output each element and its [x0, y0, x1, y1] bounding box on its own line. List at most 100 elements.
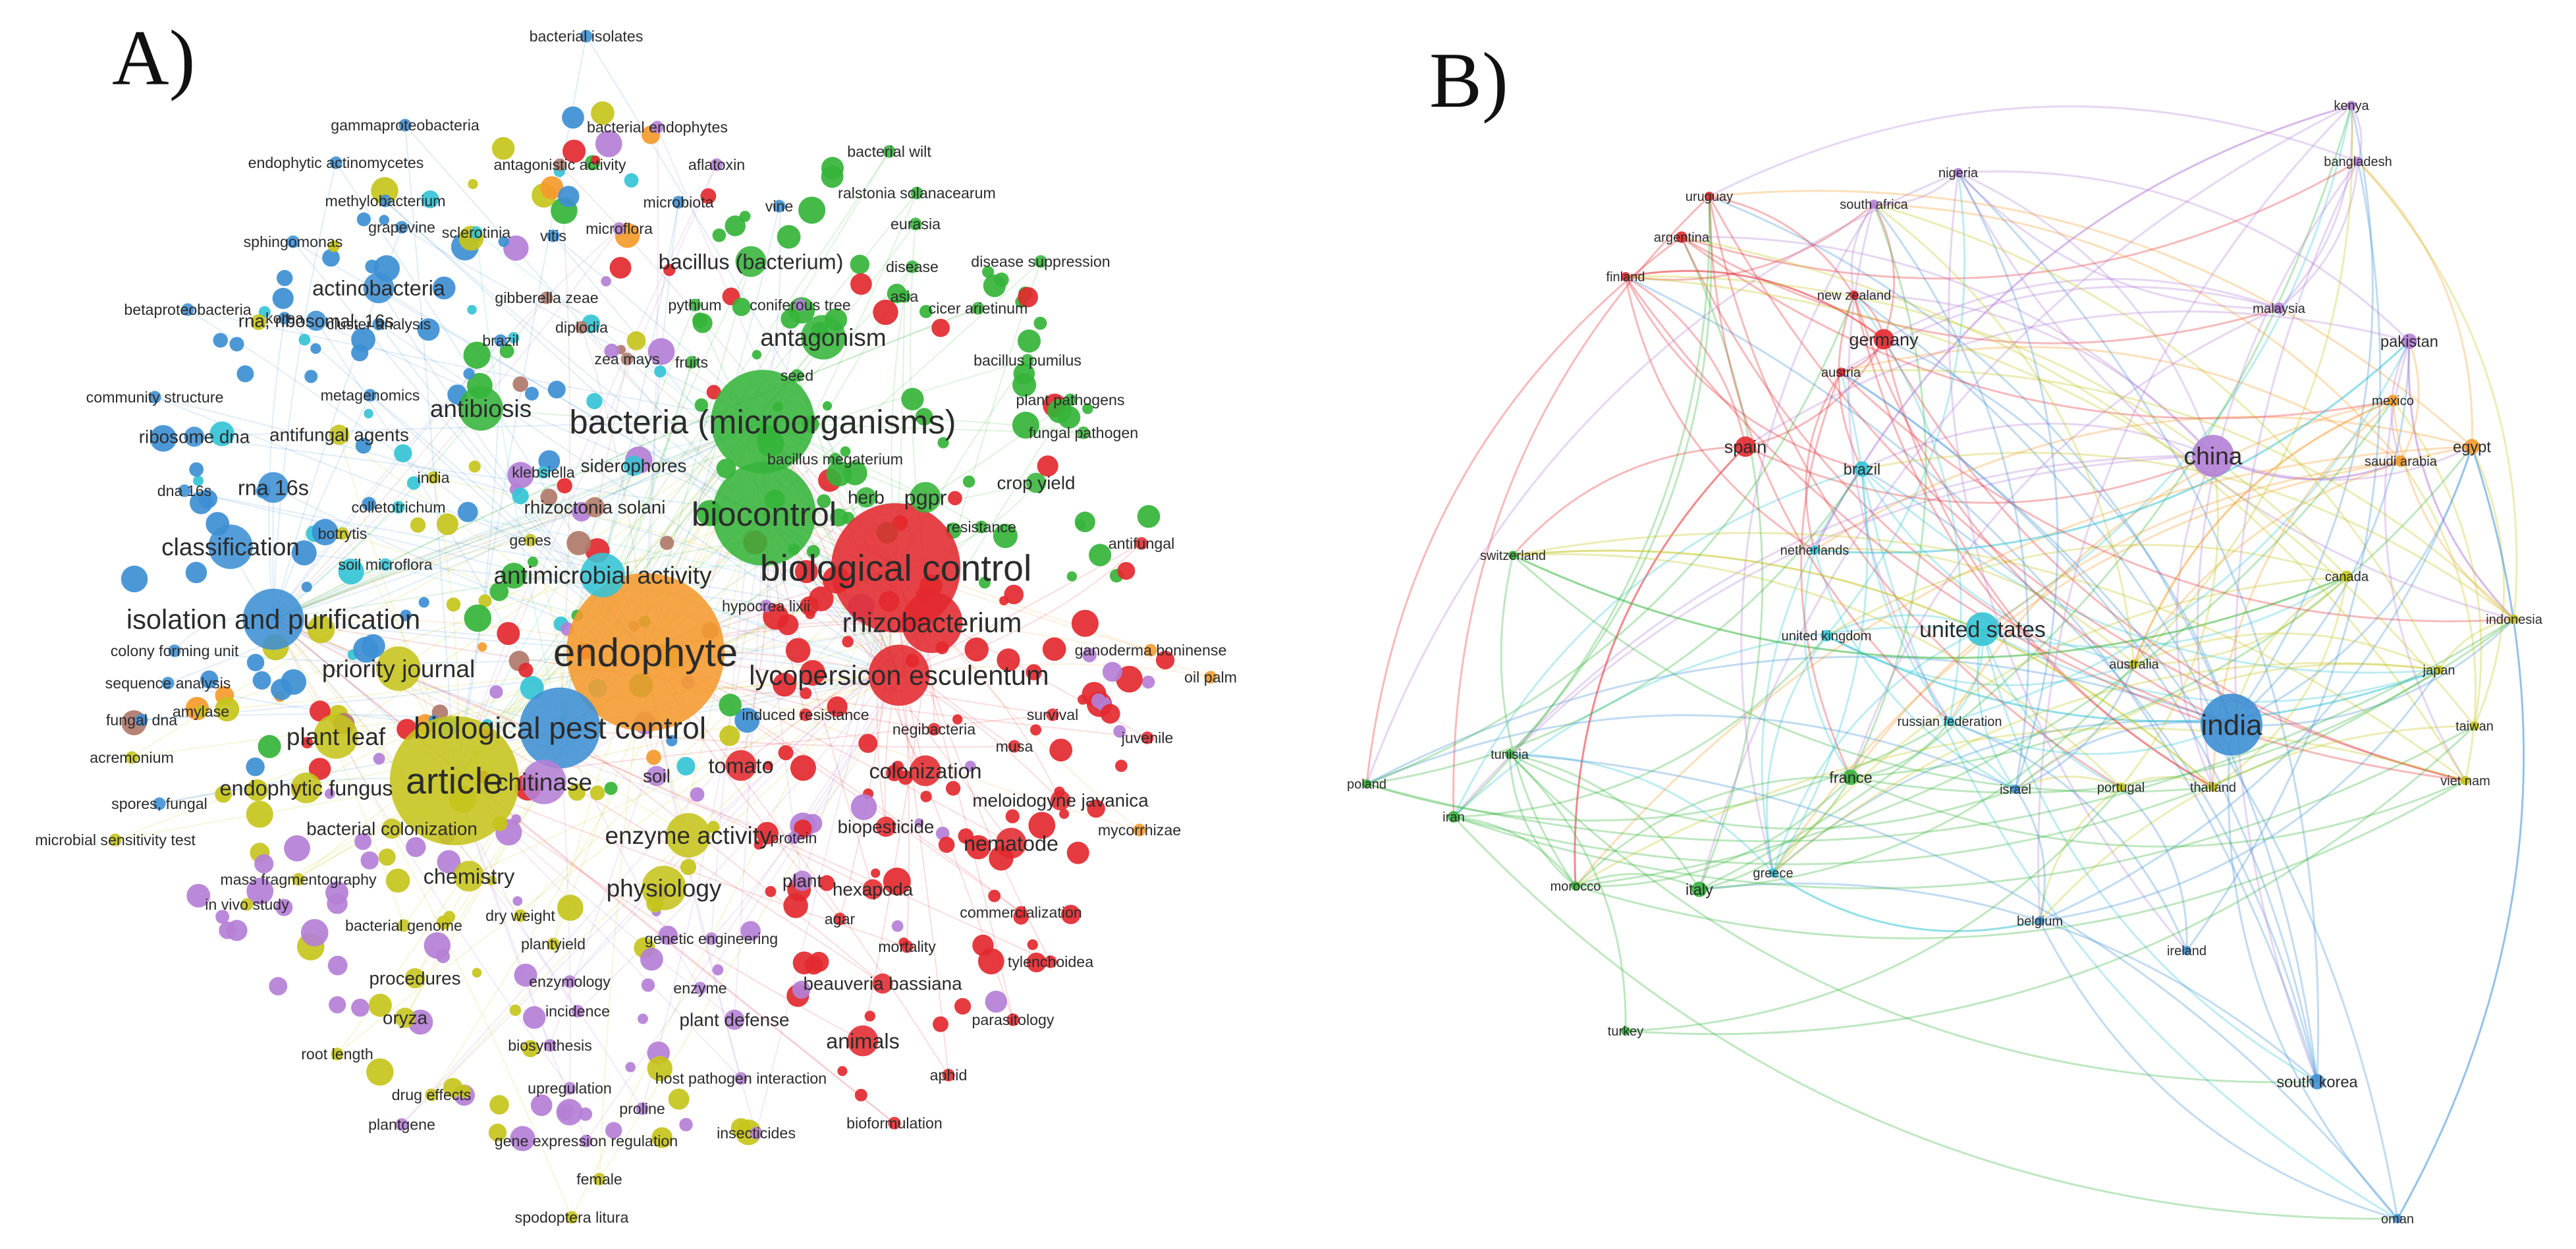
country-node-bangladesh[interactable]: [2353, 157, 2363, 166]
keyword-node-bacillus-megaterium[interactable]: [829, 453, 842, 466]
keyword-node-bacteria-microorganisms[interactable]: [711, 370, 815, 474]
keyword-node-sphingomonas[interactable]: [287, 235, 300, 248]
keyword-node-amylase[interactable]: [194, 705, 207, 718]
keyword-node-procedures[interactable]: [404, 968, 425, 989]
keyword-node-actinobacteria[interactable]: [363, 272, 395, 304]
keyword-node-lycopersicon-esculentum[interactable]: [868, 644, 930, 706]
keyword-node-betaproteobacteria[interactable]: [181, 303, 194, 316]
keyword-node-genes[interactable]: [524, 534, 537, 547]
keyword-node-brazil[interactable]: [494, 334, 507, 347]
keyword-node-vitis[interactable]: [547, 229, 560, 242]
country-node-israel[interactable]: [2011, 785, 2020, 794]
keyword-node-grapevine[interactable]: [395, 221, 408, 234]
keyword-node-pgpr[interactable]: [910, 482, 941, 513]
country-node-iran[interactable]: [1448, 811, 1460, 823]
keyword-node-colletotrichum[interactable]: [392, 501, 405, 514]
keyword-node-aflatoxin[interactable]: [710, 158, 723, 171]
country-node-viet-nam[interactable]: [2461, 776, 2470, 785]
keyword-node-metagenomics[interactable]: [364, 389, 377, 402]
country-node-poland[interactable]: [1362, 779, 1371, 789]
keyword-node-bioformulation[interactable]: [888, 1117, 901, 1130]
keyword-node-eurasia[interactable]: [909, 217, 922, 231]
country-node-united-states[interactable]: [1965, 612, 2000, 646]
keyword-node-hexapoda[interactable]: [862, 879, 883, 900]
keyword-node-agar[interactable]: [833, 912, 846, 926]
country-node-australia[interactable]: [2129, 659, 2139, 669]
keyword-node-endophytic-fungus[interactable]: [290, 772, 322, 804]
keyword-node-fungal-pathogen[interactable]: [1077, 426, 1090, 439]
keyword-node-mortality[interactable]: [900, 940, 914, 953]
keyword-node-protein[interactable]: [787, 831, 800, 845]
keyword-node-aphid[interactable]: [942, 1069, 955, 1082]
keyword-node-bacterial-colonization[interactable]: [381, 818, 402, 839]
country-node-france[interactable]: [1843, 769, 1859, 785]
keyword-node-resistance[interactable]: [975, 520, 988, 534]
keyword-node-tomato[interactable]: [725, 750, 757, 781]
keyword-node-meloidogyne-javanica[interactable]: [1050, 790, 1071, 811]
keyword-node-oil-palm[interactable]: [1204, 671, 1217, 684]
keyword-node-enzymology[interactable]: [563, 975, 576, 988]
keyword-node-endophytic-actinomycetes[interactable]: [329, 156, 343, 169]
keyword-node-physiology[interactable]: [642, 866, 686, 910]
keyword-node-biocontrol[interactable]: [712, 462, 816, 566]
keyword-node-microbial-sensitivity-test[interactable]: [109, 833, 122, 847]
keyword-node-article[interactable]: [389, 715, 520, 846]
keyword-node-methylobacterium[interactable]: [379, 194, 392, 208]
country-node-oman[interactable]: [2393, 1214, 2402, 1223]
country-node-greece[interactable]: [1768, 868, 1778, 877]
keyword-node-incidence[interactable]: [571, 1005, 584, 1018]
keyword-node-colonization[interactable]: [910, 755, 941, 787]
keyword-node-drug-effects[interactable]: [425, 1088, 438, 1101]
keyword-node-seed[interactable]: [790, 369, 804, 382]
keyword-node-commercialization[interactable]: [1014, 906, 1028, 919]
country-node-india[interactable]: [2201, 694, 2262, 756]
keyword-node-antibiosis[interactable]: [458, 386, 503, 431]
keyword-node-juvenile[interactable]: [1141, 731, 1154, 744]
country-node-netherlands[interactable]: [1810, 545, 1819, 555]
keyword-node-acremonium[interactable]: [125, 751, 138, 764]
keyword-node-oryza[interactable]: [395, 1007, 416, 1028]
country-node-thailand[interactable]: [2208, 783, 2218, 792]
keyword-node-rhizobacterium[interactable]: [901, 592, 963, 653]
country-node-uruguay[interactable]: [1705, 192, 1714, 201]
keyword-node-enzyme-activity[interactable]: [666, 813, 711, 858]
country-node-taiwan[interactable]: [2470, 721, 2479, 731]
country-node-germany[interactable]: [1873, 329, 1894, 350]
country-node-ireland[interactable]: [2182, 946, 2191, 955]
country-node-brazil[interactable]: [1854, 461, 1870, 477]
country-node-russian-federation[interactable]: [1945, 717, 1954, 726]
keyword-node-klebsiella[interactable]: [537, 466, 550, 479]
keyword-node-soil[interactable]: [646, 765, 667, 787]
keyword-node-dry-weight[interactable]: [514, 909, 527, 922]
country-node-mexico[interactable]: [2387, 395, 2399, 406]
keyword-node-botrytis[interactable]: [336, 527, 349, 540]
country-node-china[interactable]: [2192, 435, 2234, 477]
keyword-node-biopesticide[interactable]: [875, 816, 896, 837]
keyword-node-dna-16s[interactable]: [178, 484, 191, 497]
keyword-node-rna-ribosomal-16s[interactable]: [306, 310, 327, 331]
country-node-south-korea[interactable]: [2309, 1074, 2325, 1090]
keyword-node-fruits[interactable]: [685, 356, 698, 369]
keyword-node-antagonistic-activity[interactable]: [553, 158, 566, 171]
keyword-node-gammaproteobacteria[interactable]: [398, 119, 412, 132]
keyword-node-community-structure[interactable]: [148, 391, 161, 404]
keyword-node-plantgene[interactable]: [395, 1118, 408, 1131]
keyword-node-classification[interactable]: [208, 524, 253, 569]
keyword-node-biological-pest-control[interactable]: [519, 687, 601, 769]
country-node-canada[interactable]: [2341, 570, 2353, 582]
keyword-node-female[interactable]: [593, 1173, 606, 1186]
keyword-node-herb[interactable]: [856, 487, 877, 508]
keyword-node-coniferous-tree[interactable]: [794, 298, 807, 312]
keyword-node-cluster-analysis[interactable]: [372, 318, 385, 331]
keyword-node-isolation-and-purification[interactable]: [242, 588, 304, 650]
keyword-node-korea[interactable]: [278, 312, 291, 325]
keyword-node-microbiota[interactable]: [672, 196, 685, 209]
keyword-node-microflora[interactable]: [613, 222, 626, 235]
country-node-spain[interactable]: [1735, 436, 1756, 457]
keyword-node-gene-expression-regulation[interactable]: [580, 1134, 593, 1148]
keyword-node-survival[interactable]: [1046, 708, 1059, 721]
keyword-node-endophyte[interactable]: [566, 573, 725, 731]
country-node-italy[interactable]: [1691, 881, 1707, 897]
country-node-turkey[interactable]: [1621, 1026, 1630, 1036]
keyword-node-proline[interactable]: [636, 1102, 649, 1115]
